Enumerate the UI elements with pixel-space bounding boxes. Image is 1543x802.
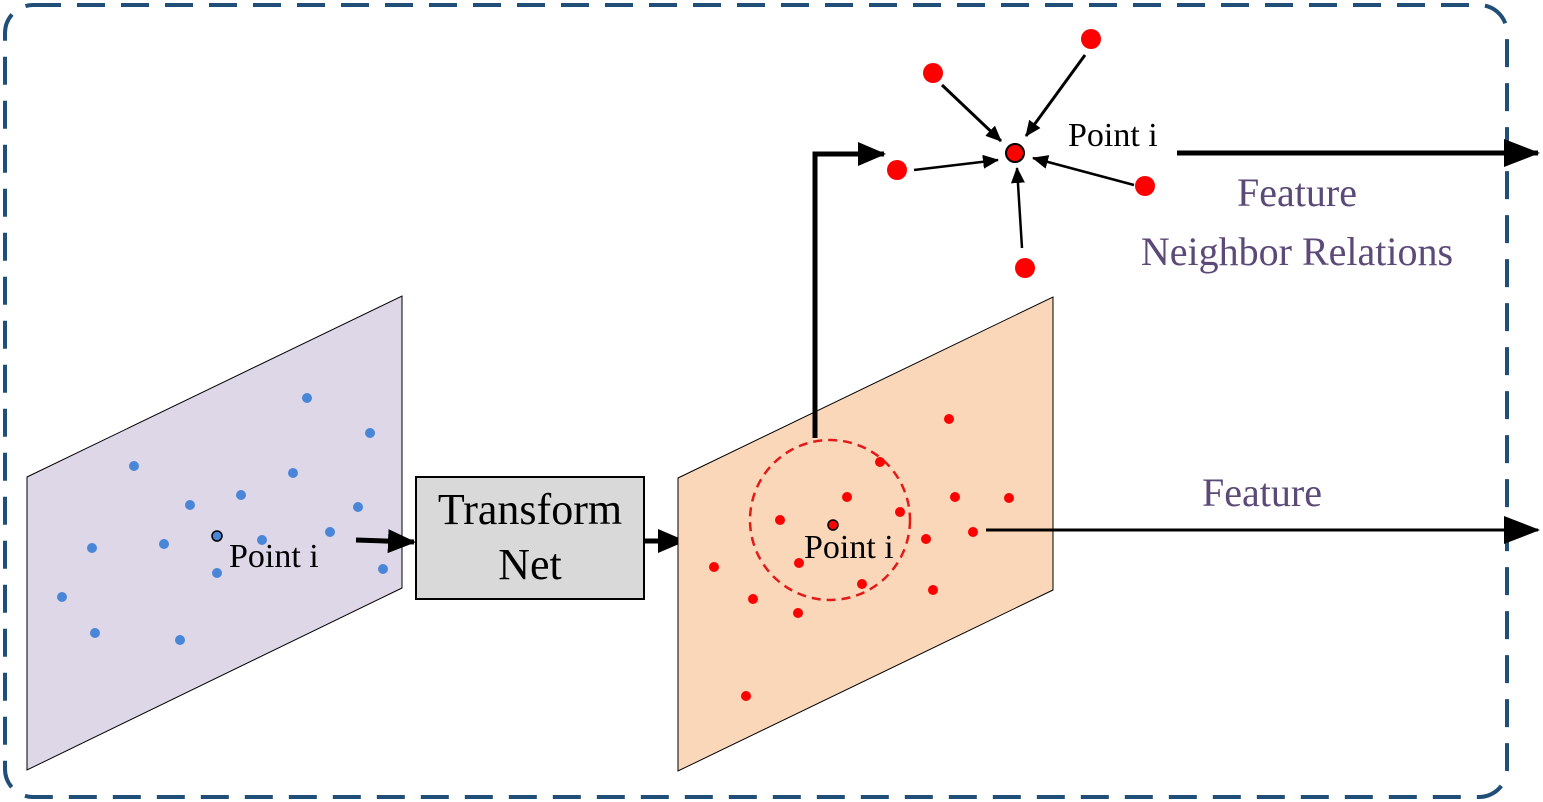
input-point (236, 490, 246, 500)
feature-point (857, 579, 867, 589)
transform-net-label-line2: Net (498, 540, 562, 589)
feature-point-i-label: Point i (804, 529, 894, 566)
feature-point (928, 585, 938, 595)
input-point-cloud: Point i (26, 295, 403, 771)
input-point (365, 428, 375, 438)
neighbor-point (887, 160, 907, 180)
neighbor-edge (1024, 54, 1087, 137)
feature-point (794, 558, 804, 568)
neighbor-point (1081, 29, 1101, 49)
feature-point-cloud: Point i (677, 296, 1054, 772)
neighbor-output-label-line2: Neighbor Relations (1141, 229, 1453, 274)
input-point (90, 628, 100, 638)
neighborhood-circle (748, 438, 912, 602)
neighbor-point (923, 63, 943, 83)
input-point (212, 568, 222, 578)
feature-point (944, 414, 954, 424)
feature-point (968, 527, 978, 537)
center-point-i (1005, 143, 1025, 163)
feature-point (842, 492, 852, 502)
input-point (185, 500, 195, 510)
neighbor-point-i-label: Point i (1068, 117, 1158, 154)
input-point (175, 635, 185, 645)
neighbor-edge (1032, 155, 1135, 187)
neighbor-output-label-line1: Feature (1237, 170, 1357, 215)
input-point (87, 543, 97, 553)
feature-point (1004, 493, 1014, 503)
feature-point (741, 691, 751, 701)
arrow-input-to-transform (355, 529, 416, 554)
input-point-i-label: Point i (229, 538, 319, 575)
feature-plane (677, 296, 1054, 772)
neighbor-edge (1010, 167, 1025, 249)
feature-points (709, 414, 1014, 701)
arrow-to-neighbor-graph (812, 142, 886, 438)
transform-net-rect (415, 476, 645, 600)
input-point-i (211, 530, 223, 542)
input-point (353, 502, 363, 512)
neighbor-point (1135, 176, 1155, 196)
neighbor-edge (940, 83, 1003, 143)
input-point (378, 564, 388, 574)
input-point (129, 461, 139, 471)
neighbor-edge (913, 154, 999, 172)
input-point (57, 592, 67, 602)
input-points (57, 393, 388, 645)
transform-net-box: Transform Net (415, 476, 645, 600)
feature-output-label: Feature (1202, 470, 1322, 515)
feature-point (709, 562, 719, 572)
input-point (325, 527, 335, 537)
neighbor-point (1015, 258, 1035, 278)
feature-point (895, 507, 905, 517)
neighbor-graph: Point i (887, 29, 1158, 278)
input-point (257, 535, 267, 545)
input-point (288, 468, 298, 478)
feature-point-i (827, 519, 839, 531)
input-point (302, 393, 312, 403)
feature-point (793, 608, 803, 618)
dashed-frame (3, 3, 1509, 799)
feature-point (748, 594, 758, 604)
feature-point (775, 515, 785, 525)
feature-point (875, 457, 885, 467)
feature-point (921, 534, 931, 544)
input-point (159, 539, 169, 549)
transform-net-label-line1: Transform (438, 485, 622, 534)
feature-point (950, 492, 960, 502)
